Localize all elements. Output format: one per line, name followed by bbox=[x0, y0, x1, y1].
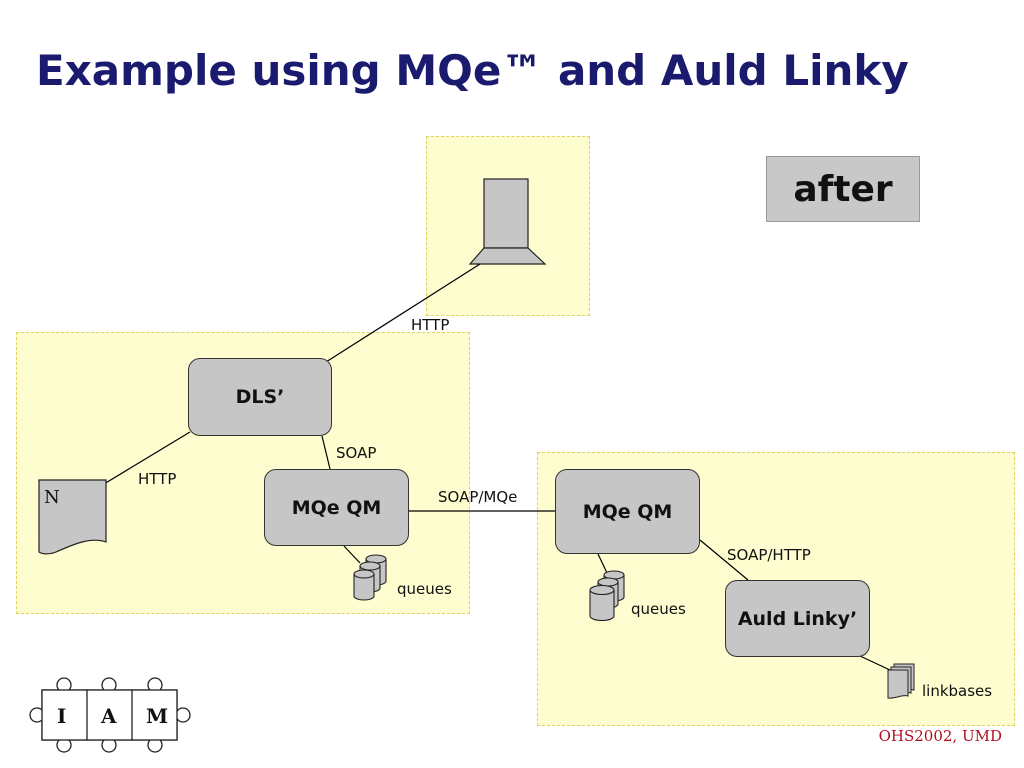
edge-linky-linkbases bbox=[859, 655, 891, 671]
document-mark: N bbox=[44, 487, 60, 508]
after-badge: after bbox=[766, 156, 920, 222]
mqe-qm-left-node: MQe QM bbox=[264, 469, 409, 546]
label-soap: SOAP bbox=[336, 444, 377, 462]
dls-node: DLS’ bbox=[188, 358, 332, 436]
auld-linky-node: Auld Linky’ bbox=[725, 580, 870, 657]
document-icon bbox=[38, 479, 107, 555]
edge-mqe-queues-right bbox=[597, 553, 609, 576]
browser-icon bbox=[468, 178, 547, 265]
slide-title: Example using MQe™ and Auld Linky bbox=[36, 46, 909, 95]
edge-mqe-linky bbox=[699, 539, 749, 581]
label-http-document: HTTP bbox=[138, 470, 177, 488]
label-linkbases: linkbases bbox=[922, 682, 993, 700]
logo-letter-a: A bbox=[101, 704, 117, 728]
queues-left-icon bbox=[353, 554, 387, 601]
edge-dls-mqe bbox=[321, 435, 331, 470]
label-queues-right: queues bbox=[631, 600, 686, 618]
label-http-browser: HTTP bbox=[411, 316, 450, 334]
slide-credit: OHS2002, UMD bbox=[878, 727, 1002, 745]
edge-mqe-queues-left bbox=[343, 545, 361, 564]
logo-letter-i: I bbox=[57, 704, 67, 728]
queues-right-icon bbox=[589, 570, 625, 622]
edge-browser-dls bbox=[325, 263, 481, 363]
edge-dls-document bbox=[103, 431, 191, 485]
linkbases-icon bbox=[887, 663, 915, 699]
label-soap-http: SOAP/HTTP bbox=[727, 546, 811, 564]
logo-letter-m: M bbox=[146, 704, 169, 728]
label-soap-mqe: SOAP/MQe bbox=[438, 488, 518, 506]
iam-logo bbox=[29, 677, 191, 753]
label-queues-left: queues bbox=[397, 580, 452, 598]
mqe-qm-right-node: MQe QM bbox=[555, 469, 700, 554]
